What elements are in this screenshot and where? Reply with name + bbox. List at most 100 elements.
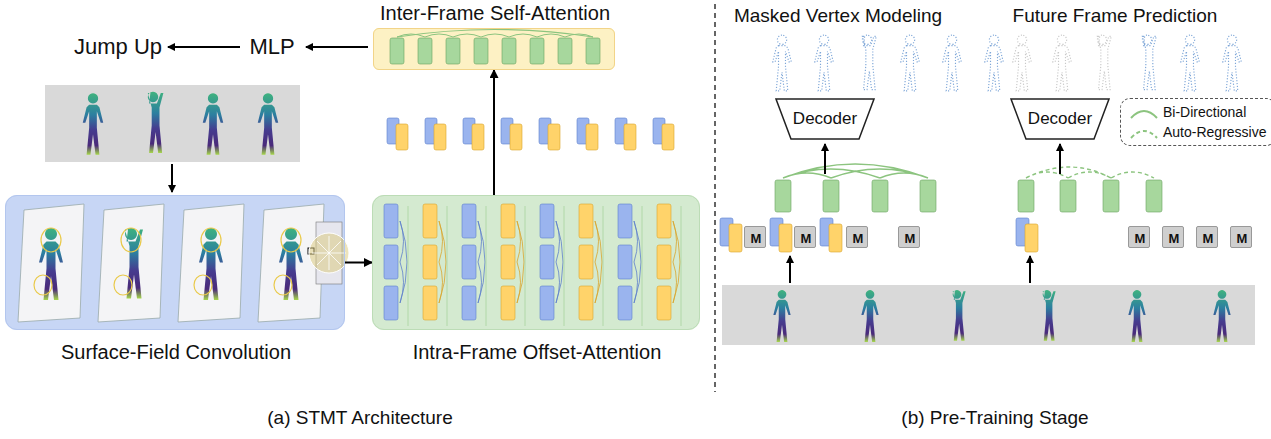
decoration [372,195,700,330]
legend-sample [1129,104,1159,120]
decoration [423,245,437,279]
node-label: Decoder [1028,109,1092,129]
decoration [194,275,212,295]
attention-block: Intra-Frame Offset-Attention [372,195,700,330]
decoration [815,35,834,91]
decoration [517,221,524,303]
decoration [722,285,1255,345]
decoration [1059,144,1061,174]
decoration [1060,180,1076,212]
legend-row: Bi-Directional [1129,102,1267,122]
decoration [462,204,476,238]
decoration [390,38,404,64]
decoration [18,204,349,322]
decoration [423,286,437,320]
decoration [41,228,61,252]
decoration [408,206,409,326]
block-heading: Surface-Field Convolution [61,341,291,364]
decoration [501,204,515,238]
node-label: M [1203,231,1214,246]
decoration [1128,290,1145,342]
decoration [373,28,615,70]
decoration [1181,35,1200,91]
decoration [1043,290,1056,341]
decoration [510,124,522,150]
decoration [829,224,842,252]
node-label: M [751,231,762,246]
decoration [565,34,593,37]
decoration [125,228,143,299]
decoration [595,221,602,303]
decoration [34,275,52,295]
decoration [418,38,432,64]
decoration [203,93,223,154]
task-title: Masked Vertex Modeling [734,5,942,27]
decoration [603,206,604,326]
decoration [540,245,554,279]
node-label: Decoder [793,109,857,129]
decoration [474,38,488,64]
decoration [862,35,876,90]
decoration [1026,167,1154,178]
decoration [281,228,301,252]
decoration [779,224,792,252]
decoration [83,93,103,154]
decoration [530,38,544,64]
decoration [823,180,839,212]
decoration [579,245,593,279]
decoration [537,34,565,37]
decoder-box: Decoder [1010,98,1110,140]
mlp-label: MLP [249,34,294,60]
decoration [657,286,671,320]
decoration [773,290,1230,342]
decoration [98,204,164,322]
mask-token: M [794,226,816,248]
decoration [1097,35,1111,90]
decoration [657,245,671,279]
legend-box: Bi-DirectionalAuto-Regressive [1120,98,1271,146]
decoration [624,124,636,150]
decoration [178,204,244,322]
decoration [579,204,593,238]
decoration [5,195,345,330]
decoration [384,204,398,238]
decoration [384,286,398,320]
legend-row: Auto-Regressive [1129,122,1267,142]
decoration [121,228,141,252]
decoration [387,118,674,150]
decoration [618,286,632,320]
decoration [396,124,408,150]
decoration [18,204,84,322]
decoration [453,34,481,37]
decoration [634,221,641,303]
decoration [486,206,487,326]
decoration [618,204,632,238]
mask-token: M [1196,226,1218,248]
decoration [775,180,791,212]
decoration [434,124,446,150]
decoration [390,30,600,65]
task-title: Future Frame Prediction [1013,5,1218,27]
decoration [397,30,593,38]
decoration [920,180,936,212]
decoration [773,290,790,342]
node-label: M [853,231,864,246]
decoration [773,35,1242,91]
decoration [306,46,368,48]
decoration [446,38,460,64]
decoration [642,206,643,326]
decoration [423,204,437,238]
decoration [540,286,554,320]
decoration [1025,224,1038,252]
decoration [472,124,484,150]
decoration [714,4,716,392]
decoration [556,221,563,303]
decoration [1213,290,1230,342]
node-label: M [1135,231,1146,246]
decoration [462,245,476,279]
block-heading: Inter-Frame Self-Attention [380,2,610,25]
decoration [309,233,349,273]
